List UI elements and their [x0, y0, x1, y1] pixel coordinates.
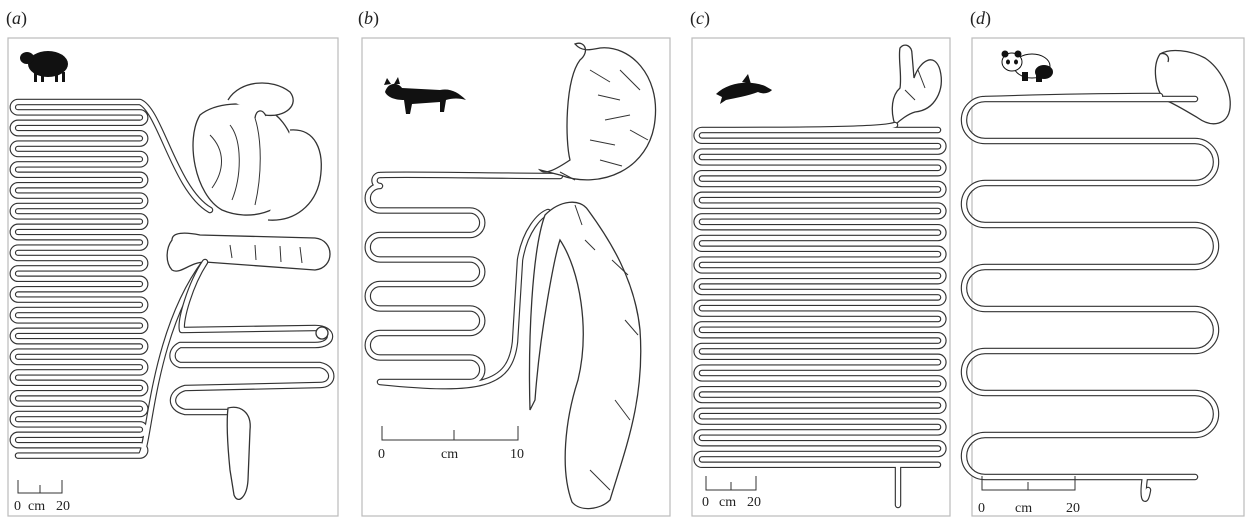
scale-c-end: 20 — [747, 495, 761, 510]
scale-b-start: 0 — [378, 447, 385, 462]
scale-b-end: 10 — [510, 447, 524, 462]
panel-a: (a) — [6, 8, 338, 516]
panel-d: (d) 0 cm 20 — [964, 8, 1244, 516]
scale-a-unit: cm — [28, 499, 45, 514]
scale-a-start: 0 — [14, 499, 21, 514]
panel-d-label: (d) — [970, 8, 991, 29]
scale-c-start: 0 — [702, 495, 709, 510]
scale-c-unit: cm — [719, 495, 736, 510]
panel-a-label: (a) — [6, 8, 27, 29]
scale-a-end: 20 — [56, 499, 70, 514]
scale-d-start: 0 — [978, 501, 985, 516]
panel-c-label: (c) — [690, 8, 710, 29]
scale-d-end: 20 — [1066, 501, 1080, 516]
scale-d-unit: cm — [1015, 501, 1032, 516]
panel-b: (b) 0 cm 10 — [358, 8, 670, 516]
scale-b-unit: cm — [441, 447, 458, 462]
panel-c: (c) 0 cm 20 — [690, 8, 950, 516]
panel-b-label: (b) — [358, 8, 379, 29]
